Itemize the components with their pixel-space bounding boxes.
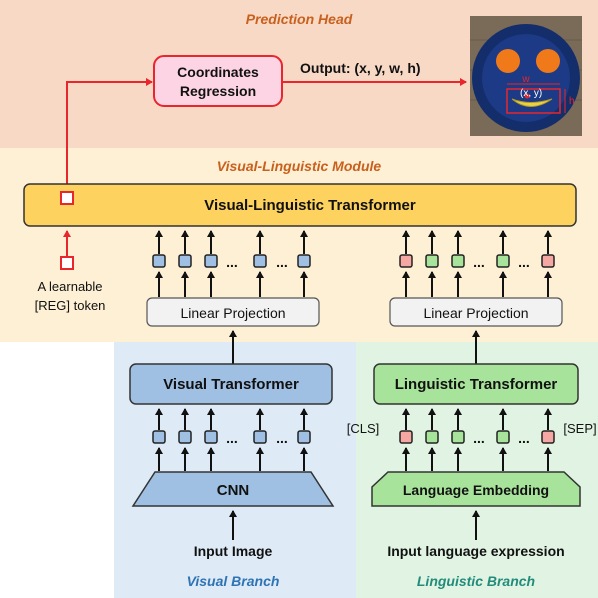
reg-to-regression-arrow (66, 78, 153, 192)
linguistic-transformer-box (373, 363, 579, 405)
visual-transformer-box (129, 363, 333, 405)
image-w-label: w (521, 74, 530, 85)
linguistic-tokens-lower (399, 408, 555, 471)
visual-lower-ellipsis-2: ... (276, 430, 288, 446)
linguistic-tokens-upper (399, 230, 555, 297)
linguistic-upper-4-token (496, 254, 510, 268)
linguistic-branch-title: Linguistic Branch (417, 573, 535, 589)
visual-tokens-upper (152, 230, 311, 297)
visual-upper-4-token (253, 254, 267, 268)
cnn-label: CNN (217, 482, 250, 499)
coordinates-regression-label-1: Coordinates (177, 64, 259, 80)
reg-token-label-2: [REG] token (35, 298, 106, 313)
visual-upper-2-token (178, 254, 192, 268)
visual-transformer-label: Visual Transformer (163, 376, 299, 393)
linguistic-upper-1-token (399, 254, 413, 268)
linguistic-lower-ellipsis-1: ... (473, 430, 485, 446)
visual-lower-ellipsis-1: ... (226, 430, 238, 446)
linguistic-upper-3-token (451, 254, 465, 268)
visual-lower-2-token (178, 430, 192, 444)
linguistic-lower-1-token (399, 430, 413, 444)
visual-upper-ellipsis-2: ... (276, 254, 288, 270)
prediction-head-title: Prediction Head (246, 11, 353, 27)
visual-upper-1-token (152, 254, 166, 268)
bounding-box (506, 88, 561, 114)
visual-upper-5-token (297, 254, 311, 268)
image-h-label: h (569, 96, 575, 107)
visual-branch-title: Visual Branch (187, 573, 280, 589)
linguistic-lower-2-token (425, 430, 439, 444)
input-language-label: Input language expression (387, 543, 564, 559)
input-image-label: Input Image (194, 543, 273, 559)
visual-linear-projection-label: Linear Projection (180, 305, 285, 321)
image-xy-label: (x, y) (520, 88, 542, 99)
linguistic-linear-projection-box (389, 297, 563, 327)
output-image: w h (x, y) (470, 16, 582, 136)
linguistic-upper-ellipsis-1: ... (473, 254, 485, 270)
vl-transformer-box (23, 183, 577, 227)
linguistic-lower-ellipsis-2: ... (518, 430, 530, 446)
vl-transformer-label: Visual-Linguistic Transformer (204, 197, 416, 214)
visual-tokens-lower (152, 408, 311, 471)
orange-left (496, 49, 520, 73)
linguistic-upper-2-token (425, 254, 439, 268)
visual-lower-1-token (152, 430, 166, 444)
language-embedding-label: Language Embedding (403, 482, 549, 498)
orange-right (536, 49, 560, 73)
vl-module-title: Visual-Linguistic Module (217, 158, 382, 174)
reg-token-input (60, 256, 74, 270)
visual-upper-ellipsis-1: ... (226, 254, 238, 270)
visual-lower-5-token (297, 430, 311, 444)
language-embedding-block (371, 471, 581, 507)
linguistic-linear-projection-label: Linear Projection (423, 305, 528, 321)
cnn-block (131, 471, 335, 507)
linguistic-lower-3-token (451, 430, 465, 444)
linguistic-lower-4-token (496, 430, 510, 444)
linguistic-upper-5-token (541, 254, 555, 268)
linguistic-upper-ellipsis-2: ... (518, 254, 530, 270)
visual-lower-3-token (204, 430, 218, 444)
coordinates-regression-label-2: Regression (180, 83, 256, 99)
linguistic-lower-5-token (541, 430, 555, 444)
sep-token-label: [SEP] (563, 421, 596, 436)
cls-token-label: [CLS] (347, 421, 380, 436)
reg-token-output (60, 191, 74, 205)
linguistic-transformer-label: Linguistic Transformer (395, 376, 558, 393)
visual-lower-4-token (253, 430, 267, 444)
reg-token-label-1: A learnable (37, 279, 102, 294)
visual-linear-projection-box (146, 297, 320, 327)
output-label: Output: (x, y, w, h) (300, 60, 421, 76)
banana (511, 98, 553, 107)
visual-upper-3-token (204, 254, 218, 268)
